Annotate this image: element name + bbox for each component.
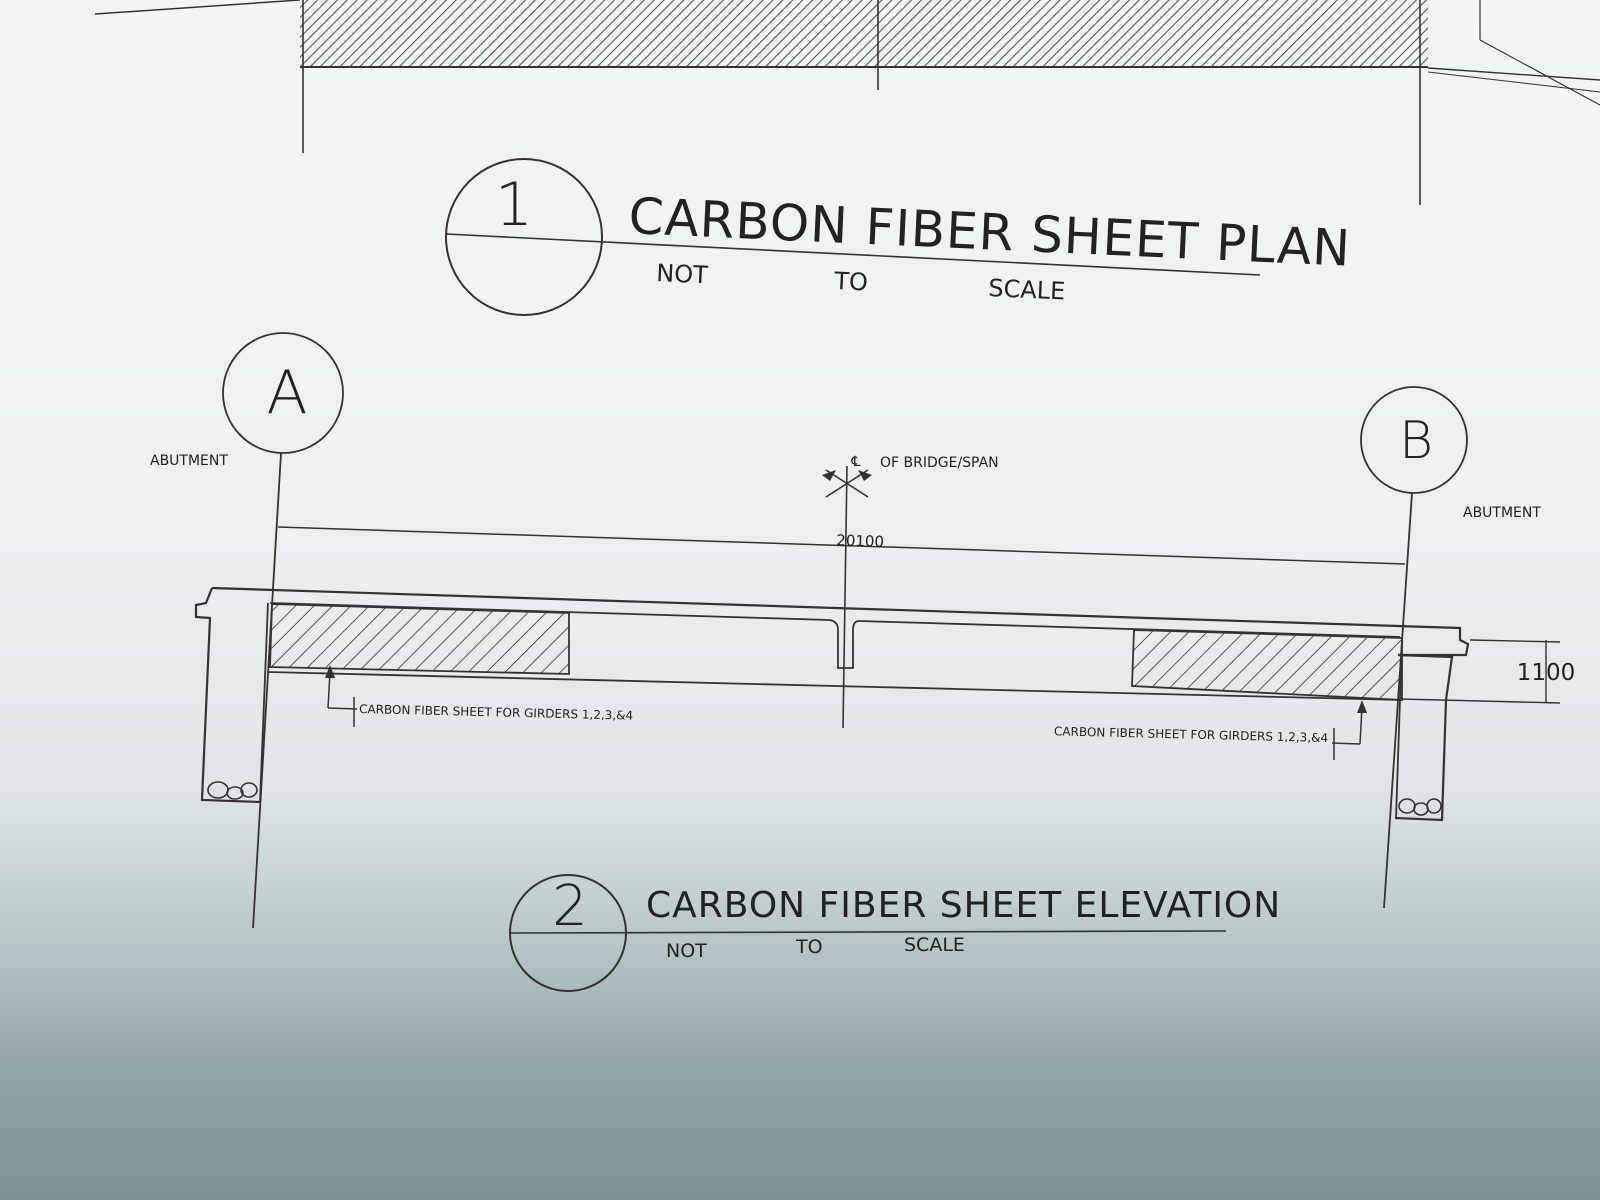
span-dimension: 20100 xyxy=(277,526,1406,565)
right-bearing-icon xyxy=(1398,798,1442,816)
left-bearing-icon xyxy=(207,781,258,800)
callout-right: CARBON FIBER SHEET FOR GIRDERS 1,2,3,&4 xyxy=(1054,700,1367,760)
elevation-title: CARBON FIBER SHEET ELEVATION xyxy=(646,885,1281,926)
abutment-note-right: ABUTMENT xyxy=(1463,505,1541,521)
elevation-scale-not: NOT xyxy=(666,940,707,962)
plan-scale-scale: SCALE xyxy=(988,274,1066,305)
grid-bubble-a xyxy=(222,332,344,454)
plan-scale-not: NOT xyxy=(656,259,709,289)
carbon-fiber-zone-left xyxy=(269,603,570,675)
plan-hatched-strip xyxy=(300,0,1428,67)
plan-partial-view xyxy=(94,0,1600,205)
girder-elevation xyxy=(194,586,1470,822)
elevation-scale-to: TO xyxy=(795,936,823,958)
centerline-symbol: ℄ xyxy=(851,454,861,470)
span-dimension-value: 20100 xyxy=(836,531,884,551)
bridge-centerline: ℄ OF BRIDGE/SPAN xyxy=(822,454,999,729)
callout-right-text: CARBON FIBER SHEET FOR GIRDERS 1,2,3,&4 xyxy=(1054,724,1328,745)
callout-left-text: CARBON FIBER SHEET FOR GIRDERS 1,2,3,&4 xyxy=(359,702,633,723)
plan-detail-bubble xyxy=(445,158,603,316)
elevation-title-block: 2 CARBON FIBER SHEET ELEVATION NOT TO SC… xyxy=(509,874,1281,992)
abutment-note-left: ABUTMENT xyxy=(150,453,228,469)
centerline-note: OF BRIDGE/SPAN xyxy=(880,455,999,471)
centerline-arrow-icon xyxy=(822,469,872,498)
carbon-fiber-zone-right xyxy=(1131,629,1403,701)
grid-label-b: B xyxy=(1399,411,1433,471)
grid-line-a: A ABUTMENT xyxy=(150,332,344,929)
depth-dimension: 1100 xyxy=(1399,639,1576,704)
plan-title-block: 1 CARBON FIBER SHEET PLAN NOT TO SCALE xyxy=(445,158,1352,316)
elevation-scale-scale: SCALE xyxy=(904,934,965,956)
plan-scale-to: TO xyxy=(833,267,869,297)
elevation-detail-number: 2 xyxy=(552,874,588,939)
grid-label-a: A xyxy=(266,358,307,428)
plan-title: CARBON FIBER SHEET PLAN xyxy=(627,187,1352,278)
plan-detail-number: 1 xyxy=(495,170,533,240)
grid-bubble-b xyxy=(1360,386,1468,494)
callout-left: CARBON FIBER SHEET FOR GIRDERS 1,2,3,&4 xyxy=(325,665,633,727)
depth-dimension-value: 1100 xyxy=(1517,660,1576,686)
